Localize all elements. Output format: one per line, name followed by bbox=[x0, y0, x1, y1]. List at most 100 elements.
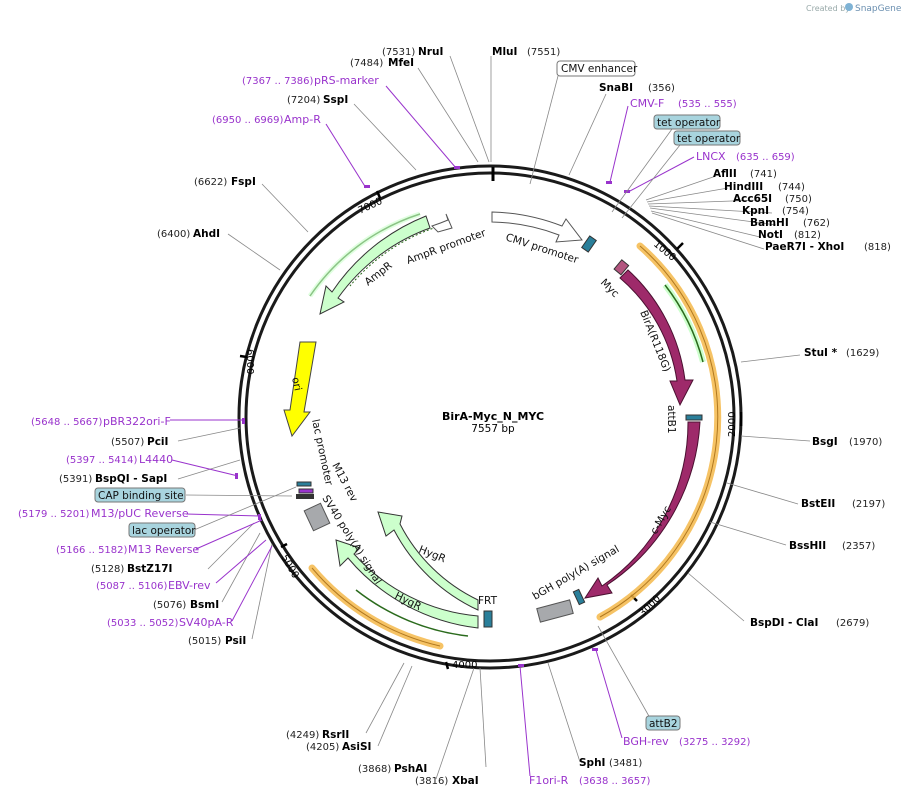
primer-label-text-74: (7367 .. 7386) bbox=[242, 76, 314, 87]
site-label-text-70: (3816) bbox=[415, 776, 448, 787]
site-label-text-23: (356) bbox=[648, 83, 675, 94]
tick-label-3000: 3000 bbox=[637, 593, 663, 619]
primer-label-text-88: (5166 .. 5182) bbox=[56, 545, 128, 556]
primer-label-text-86: (5179 .. 5201) bbox=[18, 509, 90, 520]
primer-label-text-75: pRS-marker bbox=[314, 74, 379, 87]
site-label-text-61: BsmI bbox=[190, 599, 219, 611]
primer-mark-rect-14 bbox=[592, 648, 598, 651]
site-label-text-26: AflII bbox=[713, 168, 737, 180]
orange-track-right-line bbox=[599, 245, 719, 618]
site-label-text-54: (5507) bbox=[111, 437, 144, 448]
site-label-text-19: (7551) bbox=[527, 47, 560, 58]
site-label-text-18: MluI bbox=[492, 46, 517, 58]
primer-mark-rect-7 bbox=[454, 166, 460, 169]
primer-label-text-78: CMV-F bbox=[630, 97, 664, 110]
site-label-text-38: PaeR7I - XhoI bbox=[765, 241, 844, 253]
primer-label-text-89: M13 Reverse bbox=[128, 543, 199, 556]
site-label-text-45: (1629) bbox=[846, 348, 879, 359]
site-leaders bbox=[177, 55, 811, 780]
c-myc-arrow bbox=[583, 421, 701, 599]
site-label-text-55: PciI bbox=[147, 436, 168, 448]
ori-label: ori bbox=[289, 376, 304, 392]
snapgene-logo-icon bbox=[845, 3, 853, 11]
site-label-text-43: AhdI bbox=[193, 228, 220, 240]
site-label-text-41: FspI bbox=[231, 176, 256, 188]
site-label-text-72: SphI bbox=[579, 757, 605, 769]
site-label-text-22: SnaBI bbox=[599, 82, 633, 94]
boxed-leaders bbox=[185, 75, 681, 719]
myc-tag-marker bbox=[613, 259, 630, 276]
site-label-text-31: (750) bbox=[785, 194, 812, 205]
primer-label-text-85: L4440 bbox=[139, 453, 173, 466]
primer-label-text-96: F1ori-R bbox=[529, 774, 569, 787]
site-label-text-68: (3868) bbox=[358, 764, 391, 775]
site-label-text-71: XbaI bbox=[452, 775, 479, 787]
boxed-label-rect-98 bbox=[556, 60, 636, 77]
frt-marker bbox=[483, 610, 493, 628]
primer-label-text-93: SV40pA-R bbox=[179, 616, 234, 629]
boxed-label-text-105: CAP binding site bbox=[98, 490, 184, 502]
primer-label-text-80: LNCX bbox=[696, 150, 726, 163]
site-label-text-57: BspQI - SapI bbox=[95, 473, 167, 485]
site-label-text-32: KpnI bbox=[742, 205, 769, 217]
site-label-text-39: (818) bbox=[864, 242, 891, 253]
primer-mark-rect-13 bbox=[258, 514, 261, 520]
c-myc-label: c-Myc bbox=[648, 504, 674, 537]
site-label-text-35: (762) bbox=[803, 218, 830, 229]
site-label-text-49: (2197) bbox=[852, 499, 885, 510]
boxed-label-text-101: tet operator bbox=[657, 117, 721, 129]
hygr-label-2: HygR bbox=[393, 590, 423, 613]
sv40-polya-marker bbox=[303, 502, 331, 532]
orange-track-right bbox=[596, 242, 722, 621]
site-label-text-16: (7531) bbox=[382, 47, 415, 58]
primer-mark-rect-15 bbox=[518, 664, 524, 667]
lac-operator-marker bbox=[296, 481, 312, 487]
site-label-text-20: (7484) bbox=[350, 58, 383, 69]
site-label-text-24: (7204) bbox=[287, 95, 320, 106]
hygr-arrow-1 bbox=[377, 511, 479, 611]
site-label-text-66: (4205) bbox=[306, 742, 339, 753]
site-label-text-17: NruI bbox=[418, 46, 443, 58]
primer-label-text-81: (635 .. 659) bbox=[736, 152, 795, 163]
primer-label-text-83: pBR322ori-F bbox=[103, 415, 171, 428]
boxed-label-text-103: tet operator bbox=[677, 133, 741, 145]
plasmid-name: BirA-Myc_N_MYC bbox=[442, 410, 544, 423]
sv40-polya-label: SV40 poly(A) signal bbox=[319, 493, 384, 586]
green-track-bottom bbox=[355, 589, 469, 637]
attb1-marker bbox=[685, 414, 703, 421]
site-label-text-36: NotI bbox=[758, 229, 783, 241]
primer-label-text-92: (5033 .. 5052) bbox=[107, 618, 179, 629]
primer-label-text-95: (3275 .. 3292) bbox=[679, 737, 751, 748]
site-label-text-60: (5076) bbox=[153, 600, 186, 611]
credit-text: Created by bbox=[806, 4, 850, 13]
ampr-promoter-arrow bbox=[431, 213, 453, 233]
site-label-text-28: HindIII bbox=[724, 181, 763, 193]
site-label-text-73: (3481) bbox=[609, 758, 642, 769]
ori-arrow bbox=[283, 341, 317, 438]
site-label-text-59: BstZ17I bbox=[127, 563, 172, 575]
tick-label-6000: 6000 bbox=[244, 349, 255, 374]
boxed-label-rect-106 bbox=[128, 522, 196, 538]
site-label-text-52: BspDI - ClaI bbox=[750, 617, 818, 629]
site-label-text-62: (5015) bbox=[188, 636, 221, 647]
primer-label-text-84: (5397 .. 5414) bbox=[66, 455, 138, 466]
site-label-text-63: PsiI bbox=[225, 635, 246, 647]
site-label-text-50: BssHII bbox=[789, 540, 826, 552]
primer-label-text-90: (5087 .. 5106) bbox=[96, 581, 168, 592]
boxed-label-rect-100 bbox=[653, 114, 721, 130]
plasmid-length: 7557 bp bbox=[471, 423, 515, 435]
primer-mark-rect-12 bbox=[235, 473, 238, 479]
primer-label-text-97: (3638 .. 3657) bbox=[579, 776, 651, 787]
boxed-label-rect-104 bbox=[94, 487, 186, 503]
site-label-text-40: (6622) bbox=[194, 177, 227, 188]
primer-label-text-91: EBV-rev bbox=[168, 579, 211, 592]
site-label-text-53: (2679) bbox=[836, 618, 869, 629]
site-labels: (7531) NruI MluI (7551) (7484) MfeI SnaB… bbox=[59, 46, 891, 787]
primer-label-text-79: (535 .. 555) bbox=[678, 99, 737, 110]
backbone-inner-ring bbox=[244, 171, 736, 663]
myc-label: Myc bbox=[598, 277, 622, 301]
site-label-text-48: BstEII bbox=[801, 498, 835, 510]
site-label-text-29: (744) bbox=[778, 182, 805, 193]
site-label-text-27: (741) bbox=[750, 169, 777, 180]
tick-label-7000: 7000 bbox=[357, 196, 385, 217]
